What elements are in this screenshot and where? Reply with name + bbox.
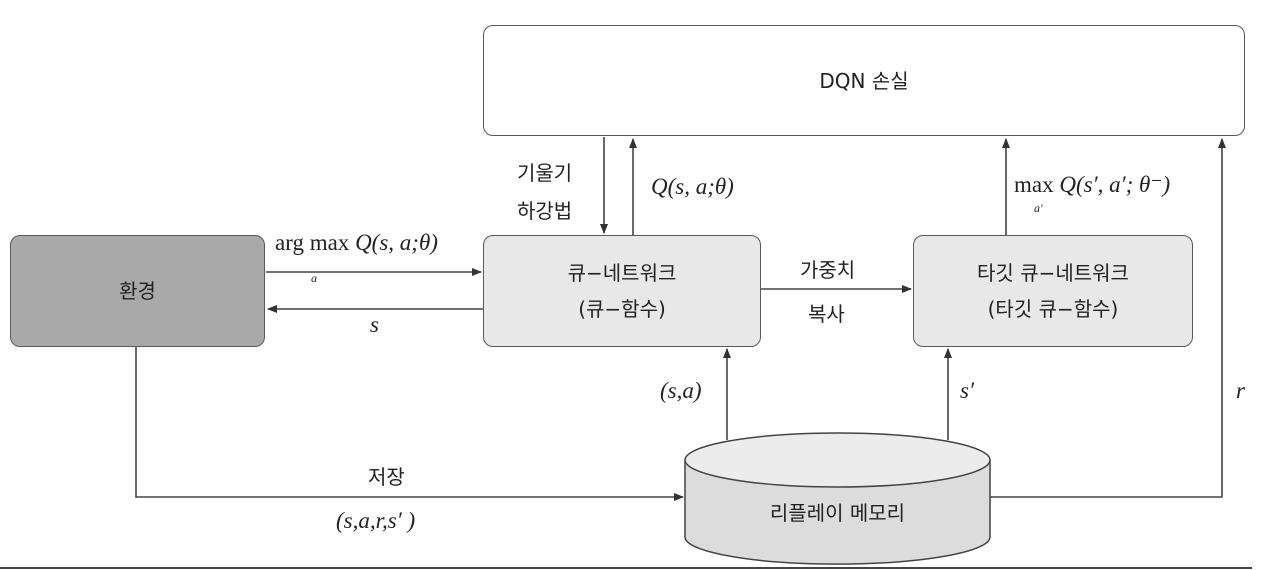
store-label-line1: 저장 — [368, 465, 405, 489]
q-network-box: 큐−네트워크 (큐−함수) — [483, 235, 761, 347]
target-max-label: max Q(s′, a′; θ⁻) — [1014, 172, 1170, 198]
reward-label: r — [1236, 378, 1245, 403]
target-max-operator: max — [1014, 172, 1054, 197]
dqn-loss-box: DQN 손실 — [483, 25, 1245, 136]
target-max-expression: Q(s′, a′; θ⁻) — [1059, 172, 1171, 197]
q-value-label: Q(s, a;θ) — [651, 174, 734, 199]
arrow-store — [135, 347, 684, 501]
replay-memory-cylinder — [684, 432, 991, 565]
action-arg-operator: arg — [275, 230, 304, 255]
action-subscript: a — [311, 271, 317, 285]
target-network-subtitle: (타깃 큐−함수) — [987, 297, 1119, 321]
sample-sa-label: (s,a) — [660, 378, 702, 403]
environment-box: 환경 — [10, 235, 265, 347]
bottom-rule — [0, 567, 1252, 569]
target-network-title: 타깃 큐−네트워크 — [977, 261, 1129, 285]
gradient-descent-label-line2: 하강법 — [517, 199, 573, 223]
gradient-descent-label-line1: 기울기 — [517, 161, 573, 185]
environment-label: 환경 — [119, 279, 156, 303]
dqn-loss-label: DQN 손실 — [819, 68, 909, 93]
q-network-title: 큐−네트워크 — [567, 261, 677, 285]
action-expression: Q(s, a;θ) — [355, 230, 438, 255]
weight-copy-label-line2: 복사 — [808, 302, 845, 326]
replay-memory-label: 리플레이 메모리 — [769, 501, 906, 525]
action-select-label: arg max Q(s, a;θ) — [275, 230, 438, 256]
sample-s-prime-label: s′ — [960, 378, 974, 403]
arrow-reward — [990, 138, 1226, 498]
action-max-operator: max — [309, 230, 350, 255]
weight-copy-label-line1: 가중치 — [800, 258, 856, 282]
state-label: s — [370, 312, 379, 337]
store-label-line2: (s,a,r,s′ ) — [336, 508, 416, 533]
q-network-subtitle: (큐−함수) — [578, 297, 666, 321]
target-network-box: 타깃 큐−네트워크 (타깃 큐−함수) — [913, 235, 1193, 347]
target-max-subscript: a′ — [1034, 201, 1043, 215]
